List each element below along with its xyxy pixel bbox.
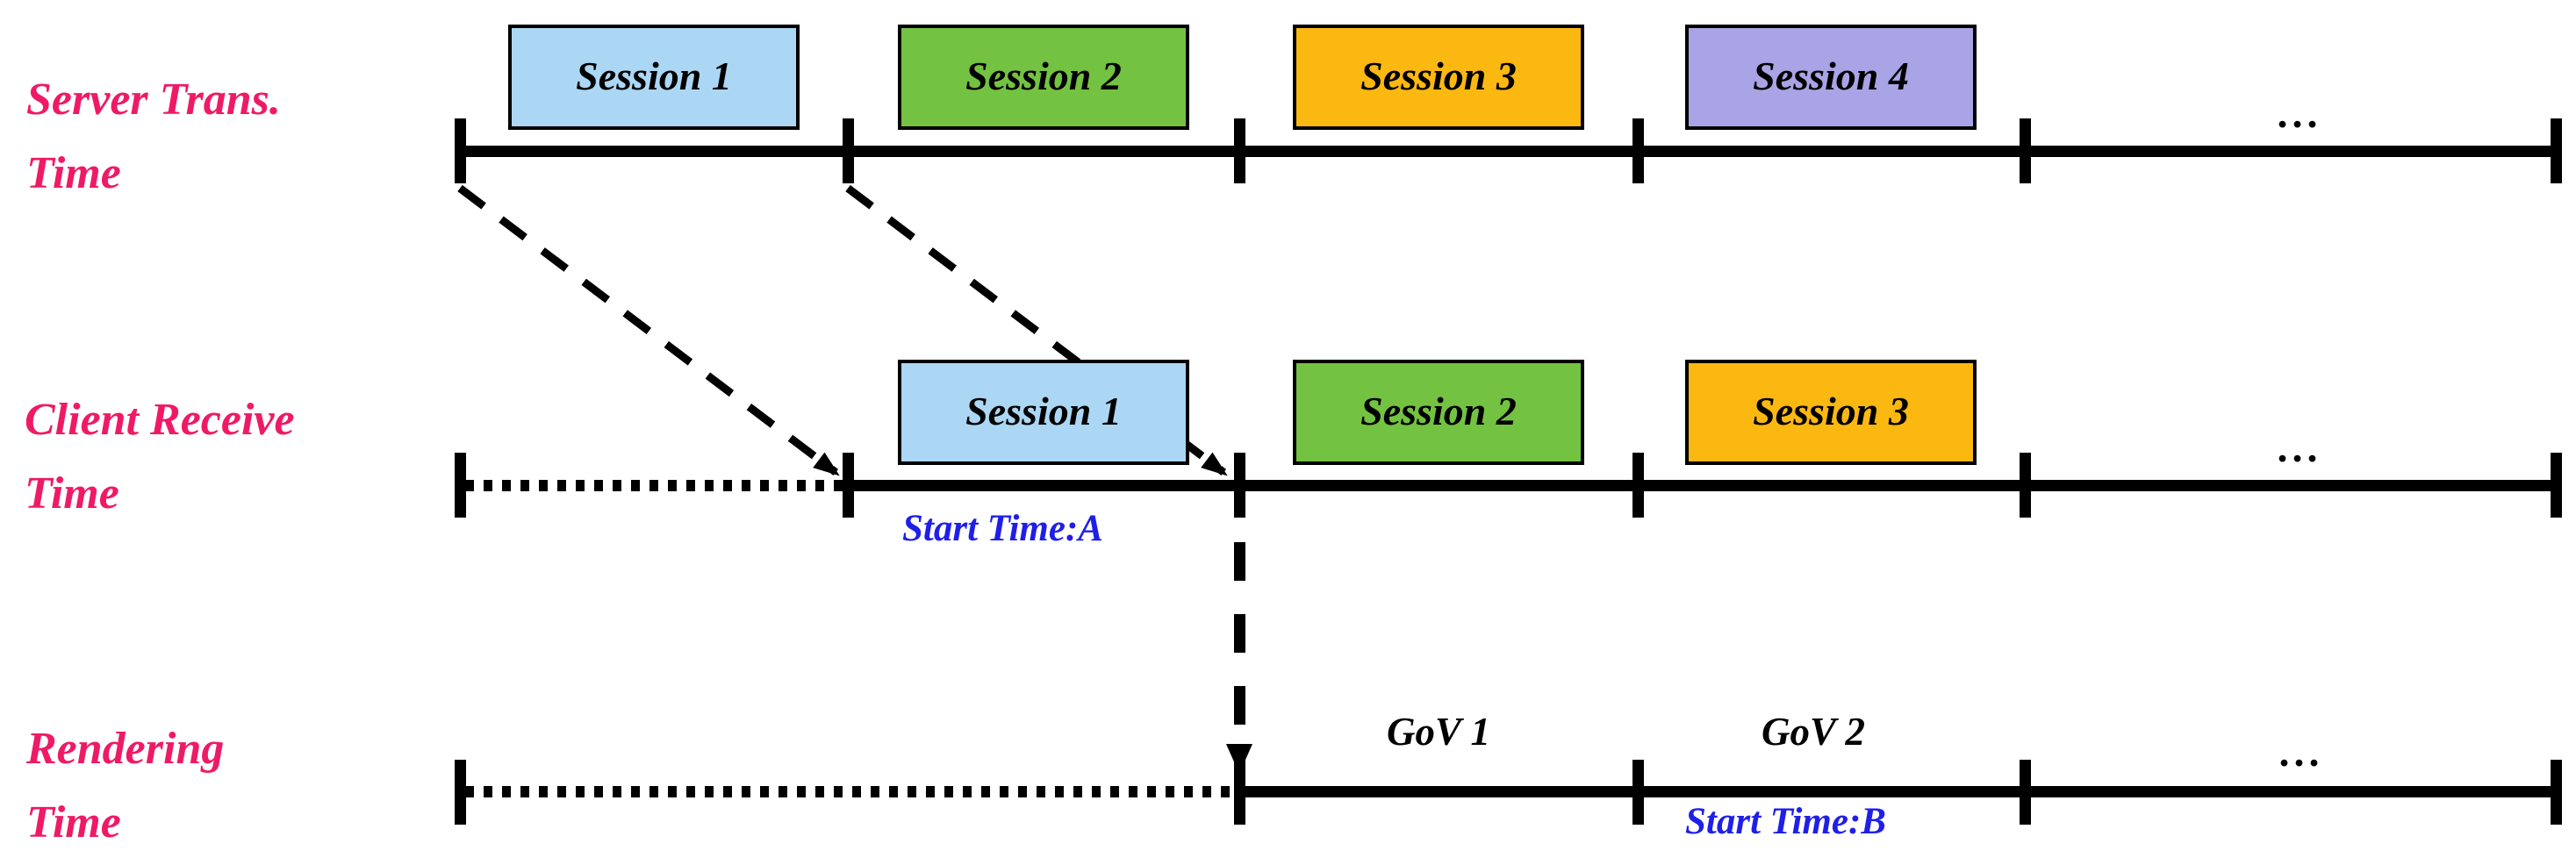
server-timeline-tick-4 bbox=[1632, 118, 1644, 183]
client-timeline-tick-5 bbox=[2020, 453, 2031, 518]
server-session-2-box: Session 2 bbox=[898, 25, 1189, 130]
client-session-1-label: Session 1 bbox=[965, 389, 1122, 433]
dashed-arrow-session1-transfer bbox=[457, 184, 846, 483]
server-session-1-label: Session 1 bbox=[576, 54, 732, 98]
rendering-timeline-line bbox=[1234, 786, 2561, 797]
server-trans-time-label-line2: Time bbox=[26, 148, 121, 198]
server-timeline-tick-3 bbox=[1234, 118, 1245, 183]
gov-1-label: GoV 1 bbox=[1387, 710, 1490, 754]
rendering-time-label-line2: Time bbox=[26, 797, 121, 847]
client-timeline-tick-end bbox=[2551, 453, 2562, 518]
server-timeline-tick-1 bbox=[455, 118, 466, 183]
arrowhead-icon bbox=[1201, 452, 1234, 483]
client-receive-time-label-line2: Time bbox=[25, 468, 119, 518]
server-session-4-box: Session 4 bbox=[1685, 25, 1977, 130]
rendering-time-label-line1: Rendering bbox=[26, 724, 225, 774]
client-session-1-box: Session 1 bbox=[898, 360, 1189, 465]
server-session-1-box: Session 1 bbox=[508, 25, 800, 130]
server-timeline-tick-end bbox=[2551, 118, 2562, 183]
client-timeline-tick-4 bbox=[1632, 453, 1644, 518]
server-timeline-tick-2 bbox=[843, 118, 854, 183]
rendering-time-label: Rendering Time bbox=[26, 712, 224, 860]
gov-2-label: GoV 2 bbox=[1762, 710, 1865, 754]
server-session-3-label: Session 3 bbox=[1360, 54, 1517, 98]
start-time-a-annotation: Start Time:A bbox=[902, 508, 1103, 549]
arrowhead-icon bbox=[813, 452, 846, 483]
client-timeline-tick-3 bbox=[1234, 453, 1245, 518]
server-trans-time-label: Server Trans. Time bbox=[26, 63, 281, 211]
rendering-timeline-tick-3 bbox=[1632, 760, 1644, 825]
server-session-3-box: Session 3 bbox=[1293, 25, 1584, 130]
rendering-timeline-dotted-line bbox=[465, 786, 1239, 797]
rendering-timeline-tick-end bbox=[2551, 760, 2562, 825]
server-timeline-line bbox=[455, 146, 2561, 157]
server-session-2-label: Session 2 bbox=[965, 54, 1122, 98]
rendering-timeline-ellipsis: ... bbox=[2278, 729, 2324, 776]
server-trans-time-label-line1: Server Trans. bbox=[26, 75, 281, 125]
rendering-timeline-tick-2 bbox=[1234, 760, 1245, 825]
client-timeline-ellipsis: ... bbox=[2277, 425, 2322, 471]
start-time-b-annotation: Start Time:B bbox=[1685, 801, 1886, 842]
client-receive-time-label-line1: Client Receive bbox=[25, 395, 295, 445]
dashed-arrow-render-start bbox=[1234, 542, 1245, 742]
server-session-4-label: Session 4 bbox=[1753, 54, 1909, 98]
client-timeline-line bbox=[843, 480, 2561, 491]
server-timeline-ellipsis: ... bbox=[2277, 90, 2322, 137]
client-timeline-tick-2 bbox=[843, 453, 854, 518]
client-session-3-box: Session 3 bbox=[1685, 360, 1977, 465]
client-session-2-label: Session 2 bbox=[1360, 389, 1517, 433]
server-timeline-tick-5 bbox=[2020, 118, 2031, 183]
client-timeline-tick-1 bbox=[455, 453, 466, 518]
client-timeline-dotted-line bbox=[465, 480, 843, 491]
rendering-timeline-tick-1 bbox=[455, 760, 466, 825]
client-session-2-box: Session 2 bbox=[1293, 360, 1584, 465]
client-session-3-label: Session 3 bbox=[1753, 389, 1909, 433]
rendering-timeline-tick-4 bbox=[2020, 760, 2031, 825]
client-receive-time-label: Client Receive Time bbox=[25, 383, 295, 531]
